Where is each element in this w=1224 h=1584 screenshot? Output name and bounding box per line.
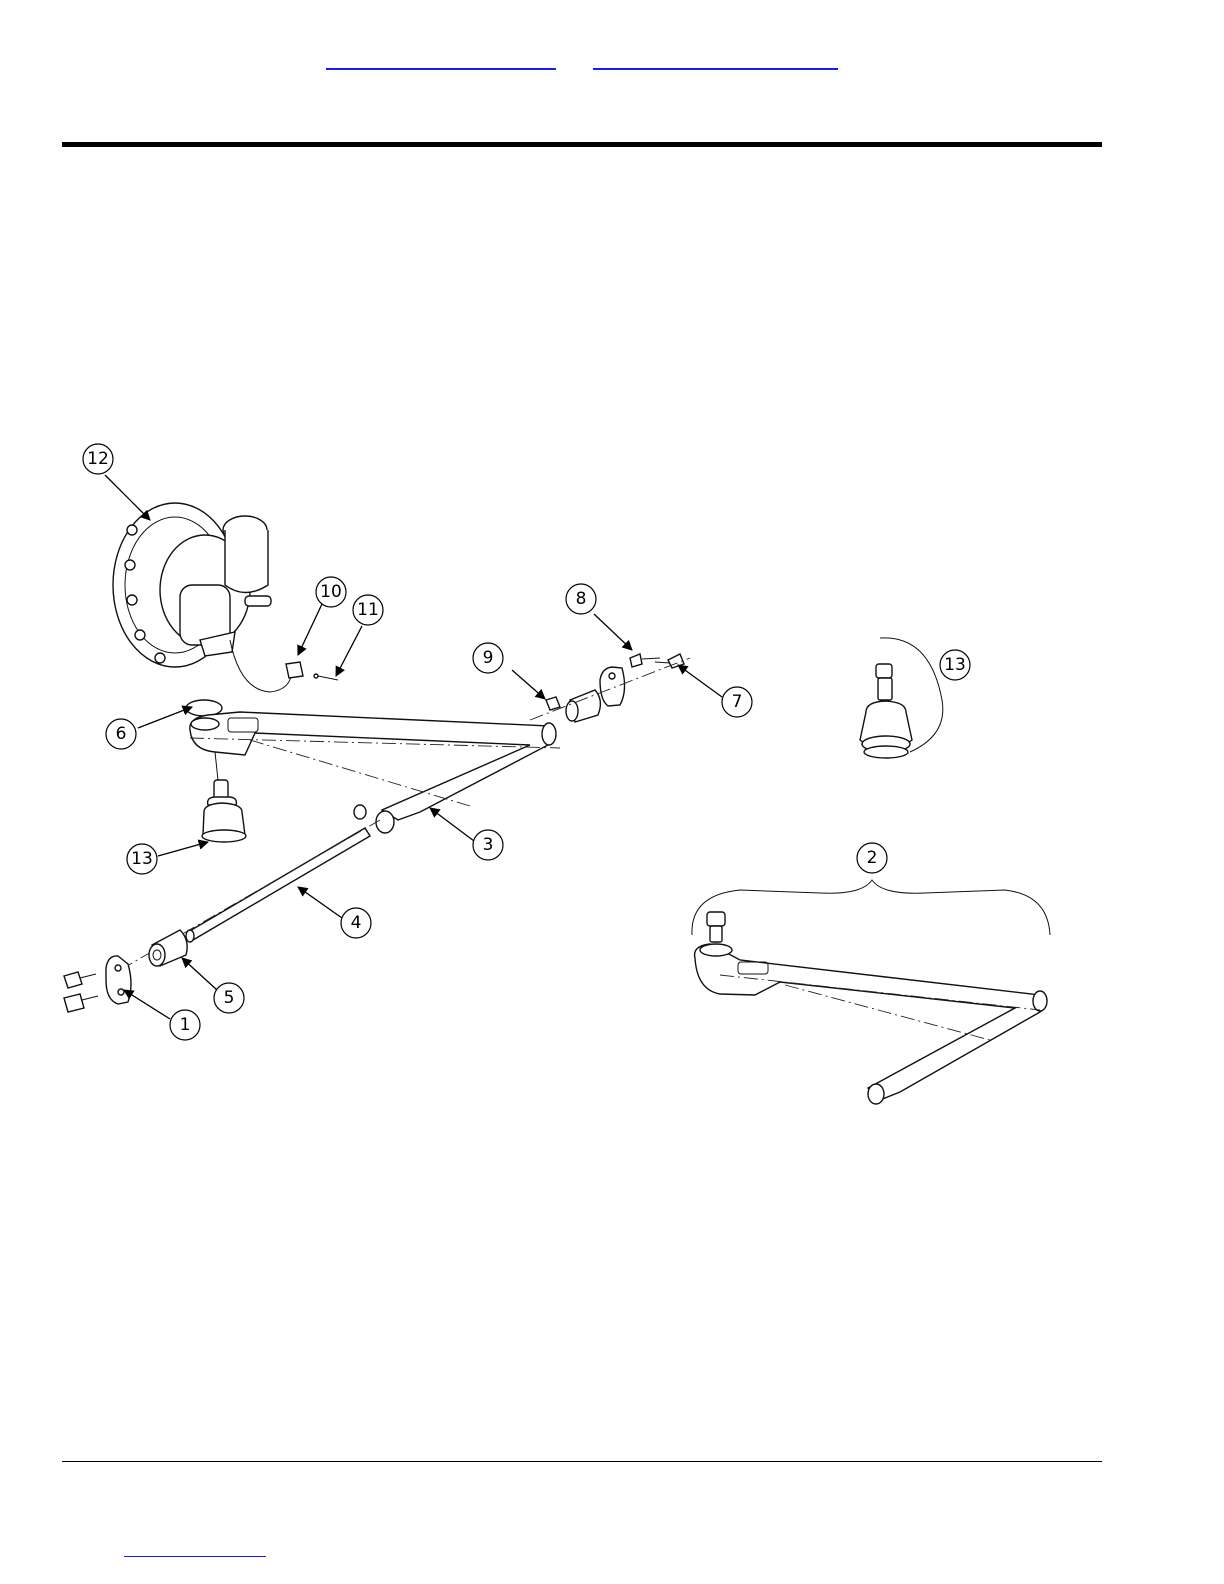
callout-2-label: 2 (867, 848, 878, 868)
callout-5: 5 (214, 983, 244, 1013)
callout-4-label: 4 (351, 913, 362, 933)
callout-3: 3 (473, 830, 503, 860)
callout-6: 6 (106, 719, 136, 749)
callout-10: 10 (316, 577, 346, 607)
callout-13-upper: 13 (940, 650, 970, 680)
footer-rule (62, 1461, 1102, 1462)
callout-7-label: 7 (732, 692, 743, 712)
callout-5-label: 5 (224, 988, 235, 1008)
callout-9: 9 (473, 643, 503, 673)
callout-1-label: 1 (180, 1015, 191, 1035)
hub-assembly-drawing (113, 503, 271, 667)
callout-12: 12 (83, 444, 113, 474)
callout-11: 11 (353, 595, 383, 625)
ball-joint-lower-drawing (202, 752, 246, 842)
callout-7: 7 (722, 687, 752, 717)
callout-3-label: 3 (483, 835, 494, 855)
callout-8-label: 8 (576, 589, 587, 609)
callout-13-lower: 13 (127, 844, 157, 874)
right-bushing-hardware-drawing (530, 654, 690, 722)
callout-8: 8 (566, 584, 596, 614)
callout-13-upper-label: 13 (944, 655, 966, 675)
callout-2: 2 (857, 843, 887, 873)
callout-9-label: 9 (483, 648, 494, 668)
callout-12-label: 12 (87, 449, 109, 469)
mounting-plate-drawing (64, 956, 131, 1012)
castle-nut-and-pin-drawing (230, 640, 338, 692)
callout-13-lower-label: 13 (131, 849, 153, 869)
ball-joint-upper-drawing (860, 638, 943, 758)
bottom-nav-link[interactable] (124, 1548, 266, 1557)
callout-10-label: 10 (320, 582, 342, 602)
callout-11-label: 11 (357, 600, 379, 620)
callout-4: 4 (341, 908, 371, 938)
callout-1: 1 (170, 1010, 200, 1040)
complete-arm-assembly-drawing (692, 880, 1050, 1104)
callout-6-label: 6 (116, 724, 127, 744)
control-arm-drawing (190, 712, 560, 833)
bushing-drawing (149, 930, 187, 966)
